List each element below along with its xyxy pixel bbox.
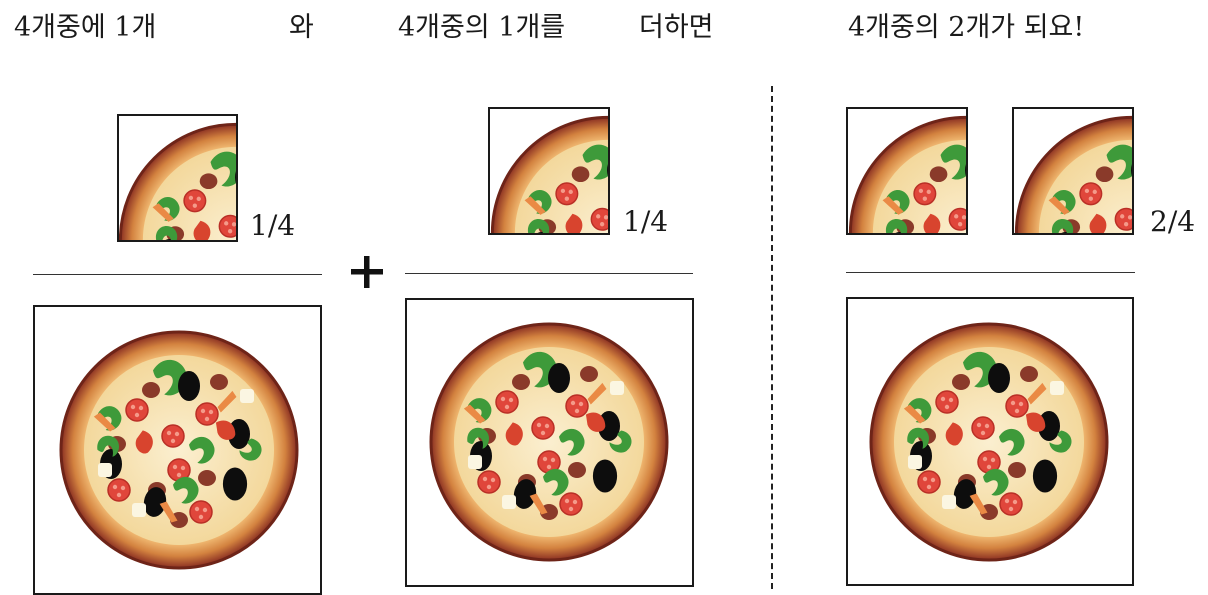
caption-part1: 4개중에 1개 [14,12,157,43]
left-fraction-bar [33,274,322,275]
middle-quarter-slice [488,107,610,235]
right-fraction-bar [846,272,1135,273]
middle-fraction-bar [405,273,693,274]
caption-part2: 4개중의 1개를 [398,12,566,43]
left-whole-pizza [33,305,322,595]
caption-and: 와 [289,12,314,43]
caption-add: 더하면 [639,12,714,43]
caption-result: 4개중의 2개가 되요! [848,12,1085,43]
right-quarter-slice-1 [846,107,968,235]
left-quarter-slice [117,114,238,242]
middle-whole-pizza [405,298,694,587]
right-fraction-label: 2/4 [1150,205,1196,238]
middle-fraction-label: 1/4 [623,205,669,238]
right-quarter-slice-2 [1012,107,1134,235]
right-whole-pizza [846,297,1134,586]
left-fraction-label: 1/4 [250,209,296,242]
equals-divider [771,86,773,589]
plus-icon [351,256,383,288]
